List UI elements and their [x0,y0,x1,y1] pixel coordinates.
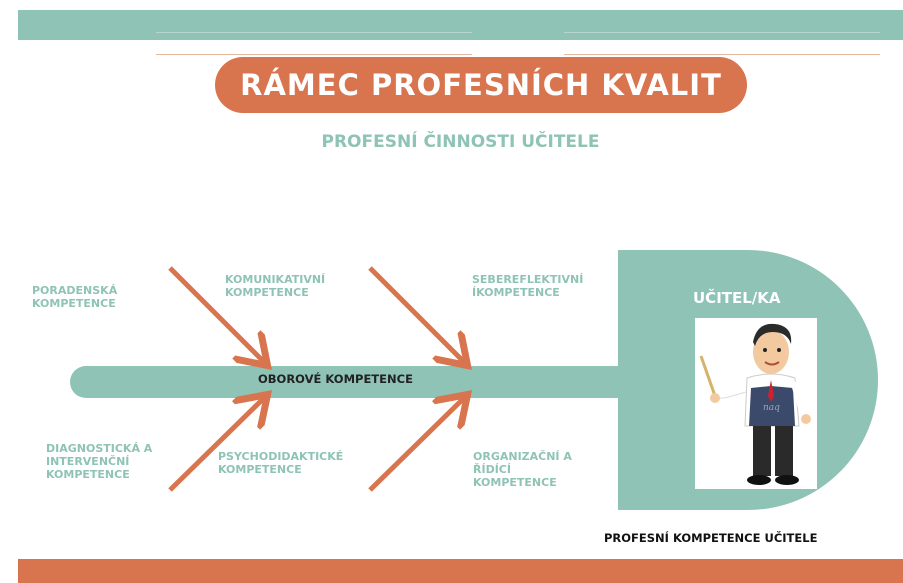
arrow-lower-left [168,398,264,492]
arrow-upper-left [168,266,264,362]
divider-line [156,32,472,33]
label-diagnosticka: DIAGNOSTICKÁ A INTERVENČNÍ KOMPETENCE [46,442,153,481]
fishbone-spine [70,366,635,398]
arrow-lower-right [368,398,464,492]
subtitle: PROFESNÍ ČINNOSTI UČITELE [321,132,600,152]
title-banner: RÁMEC PROFESNÍCH KVALIT [215,57,747,113]
top-bar [18,10,903,40]
footer-caption: PROFESNÍ KOMPETENCE UČITELE [604,531,818,545]
label-organizacni: ORGANIZAČNÍ A ŘÍDÍCÍ KOMPETENCE [473,450,572,489]
fishbone-arrows [168,266,903,492]
slide: RÁMEC PROFESNÍCH KVALIT PROFESNÍ ČINNOST… [18,10,903,583]
spine-label: OBOROVÉ KOMPETENCE [258,372,413,386]
pointer-stick [699,355,717,397]
svg-text:naq: naq [763,403,780,413]
teacher-illustration: naq [695,318,817,489]
bottom-bar [18,559,903,583]
label-komunikativni: KOMUNIKATIVNÍ KOMPETENCE [225,273,326,299]
divider-line [564,32,880,33]
label-psychodidakticke: PSYCHODIDAKTICKÉ KOMPETENCE [218,450,344,476]
label-poradenska: PORADENSKÁ KOMPETENCE [32,284,118,310]
page-title: RÁMEC PROFESNÍCH KVALIT [240,68,722,102]
arrow-upper-right [368,266,464,362]
divider-line [156,54,472,55]
head-label: UČITEL/KA [693,289,781,307]
label-sebereflektivni: SEBEREFLEKTIVNÍ ÍKOMPETENCE [472,273,584,299]
divider-line [564,54,880,55]
